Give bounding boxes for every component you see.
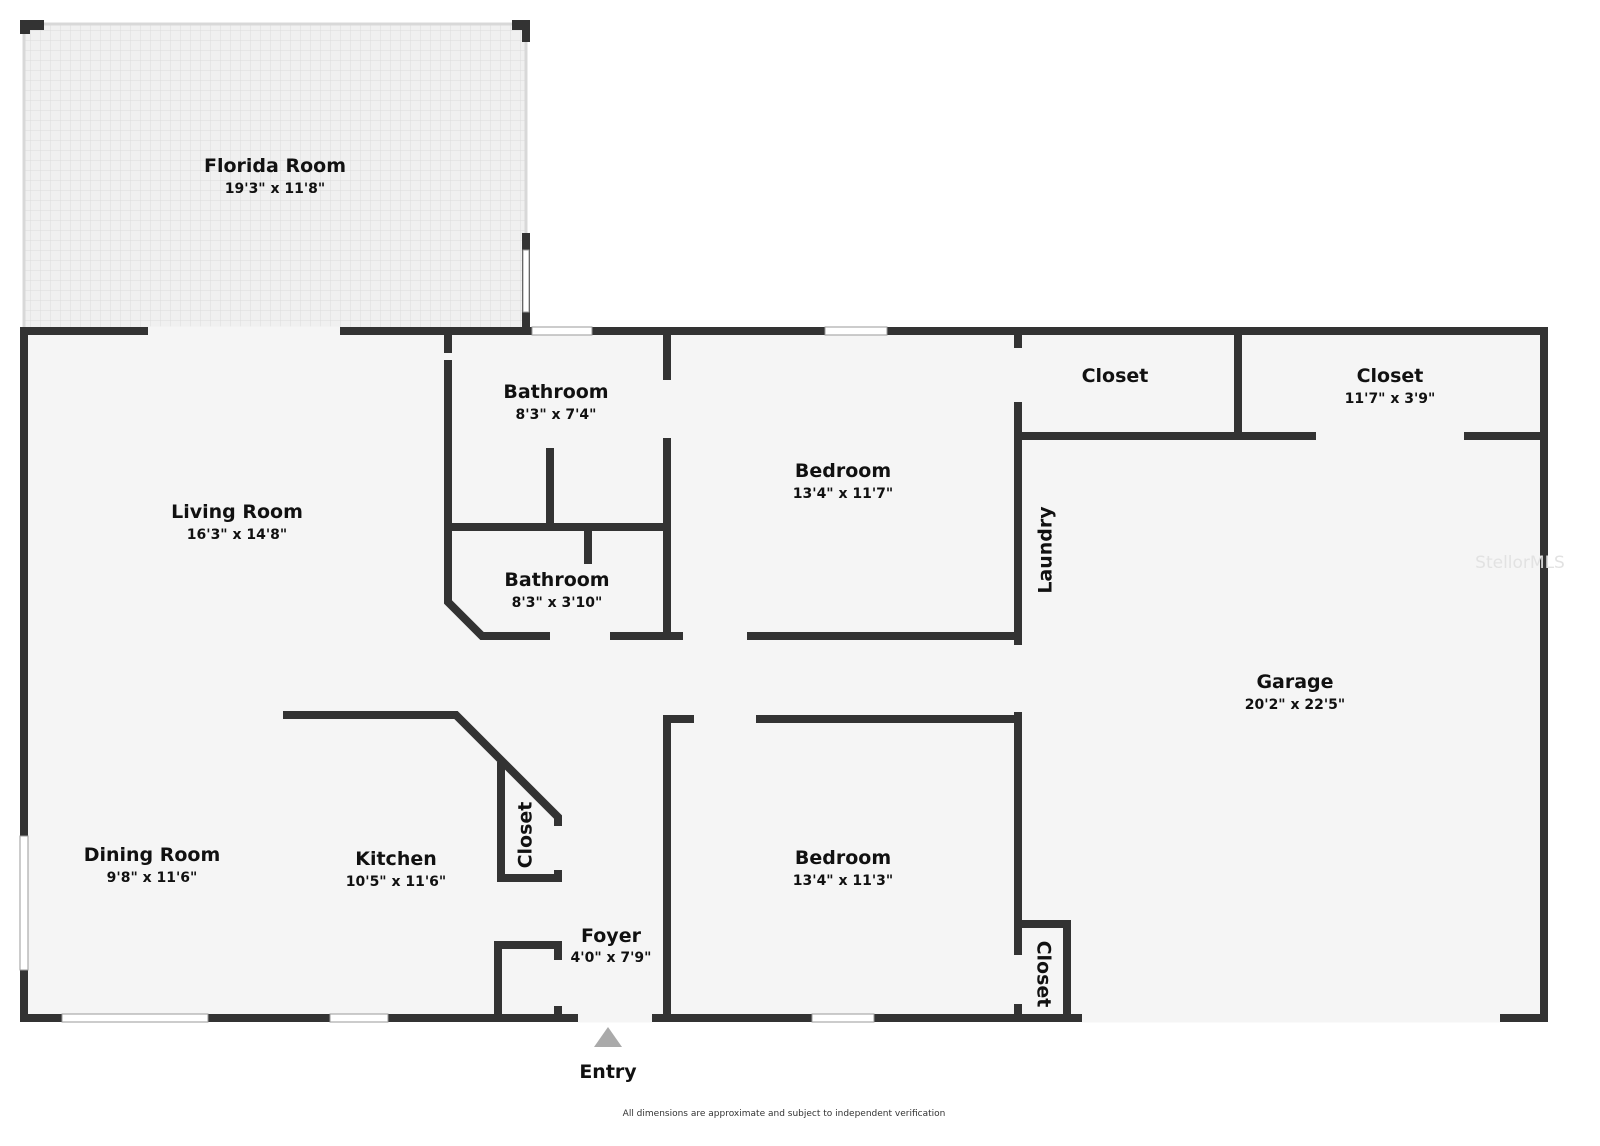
foyer-name: Foyer [581, 925, 642, 947]
florida-room-name: Florida Room [204, 155, 346, 177]
florida-room-dims: 19'3" x 11'8" [225, 181, 325, 197]
dining-room-name: Dining Room [84, 844, 221, 866]
bathroom-2-dims: 8'3" x 3'10" [512, 595, 603, 611]
windows [19, 326, 888, 1023]
walls [20, 327, 1548, 1022]
door-openings [148, 326, 1500, 1023]
watermark: StellorMLS [1475, 553, 1565, 573]
dining-room-dims: 9'8" x 11'6" [107, 870, 198, 886]
entry-arrow-icon [594, 1027, 622, 1047]
closet-3-name: Closet [515, 802, 537, 869]
closet-2-name: Closet [1357, 365, 1424, 387]
kitchen-name: Kitchen [355, 848, 437, 870]
bedroom-1-name: Bedroom [795, 460, 891, 482]
foyer-dims: 4'0" x 7'9" [571, 950, 652, 966]
bedroom-1-dims: 13'4" x 11'7" [793, 486, 893, 502]
bedroom-2-dims: 13'4" x 11'3" [793, 873, 893, 889]
bathroom-1-name: Bathroom [503, 381, 608, 403]
closet-4-name: Closet [1033, 941, 1055, 1008]
bedroom-2-name: Bedroom [795, 847, 891, 869]
garage-dims: 20'2" x 22'5" [1245, 697, 1345, 713]
entry-label: Entry [579, 1061, 637, 1083]
house-floor [24, 331, 1544, 1018]
florida-room-frame [20, 20, 530, 331]
bathroom-1-dims: 8'3" x 7'4" [516, 407, 597, 423]
closet-2-dims: 11'7" x 3'9" [1345, 391, 1436, 407]
garage-name: Garage [1256, 671, 1333, 693]
living-room-dims: 16'3" x 14'8" [187, 527, 287, 543]
laundry-name: Laundry [1035, 506, 1057, 594]
bathroom-2-name: Bathroom [504, 569, 609, 591]
dimensions-footnote: All dimensions are approximate and subje… [623, 1109, 946, 1119]
kitchen-dims: 10'5" x 11'6" [346, 874, 446, 890]
closet-1-name: Closet [1082, 365, 1149, 387]
florida-room-floor [24, 24, 526, 331]
living-room-name: Living Room [171, 501, 303, 523]
